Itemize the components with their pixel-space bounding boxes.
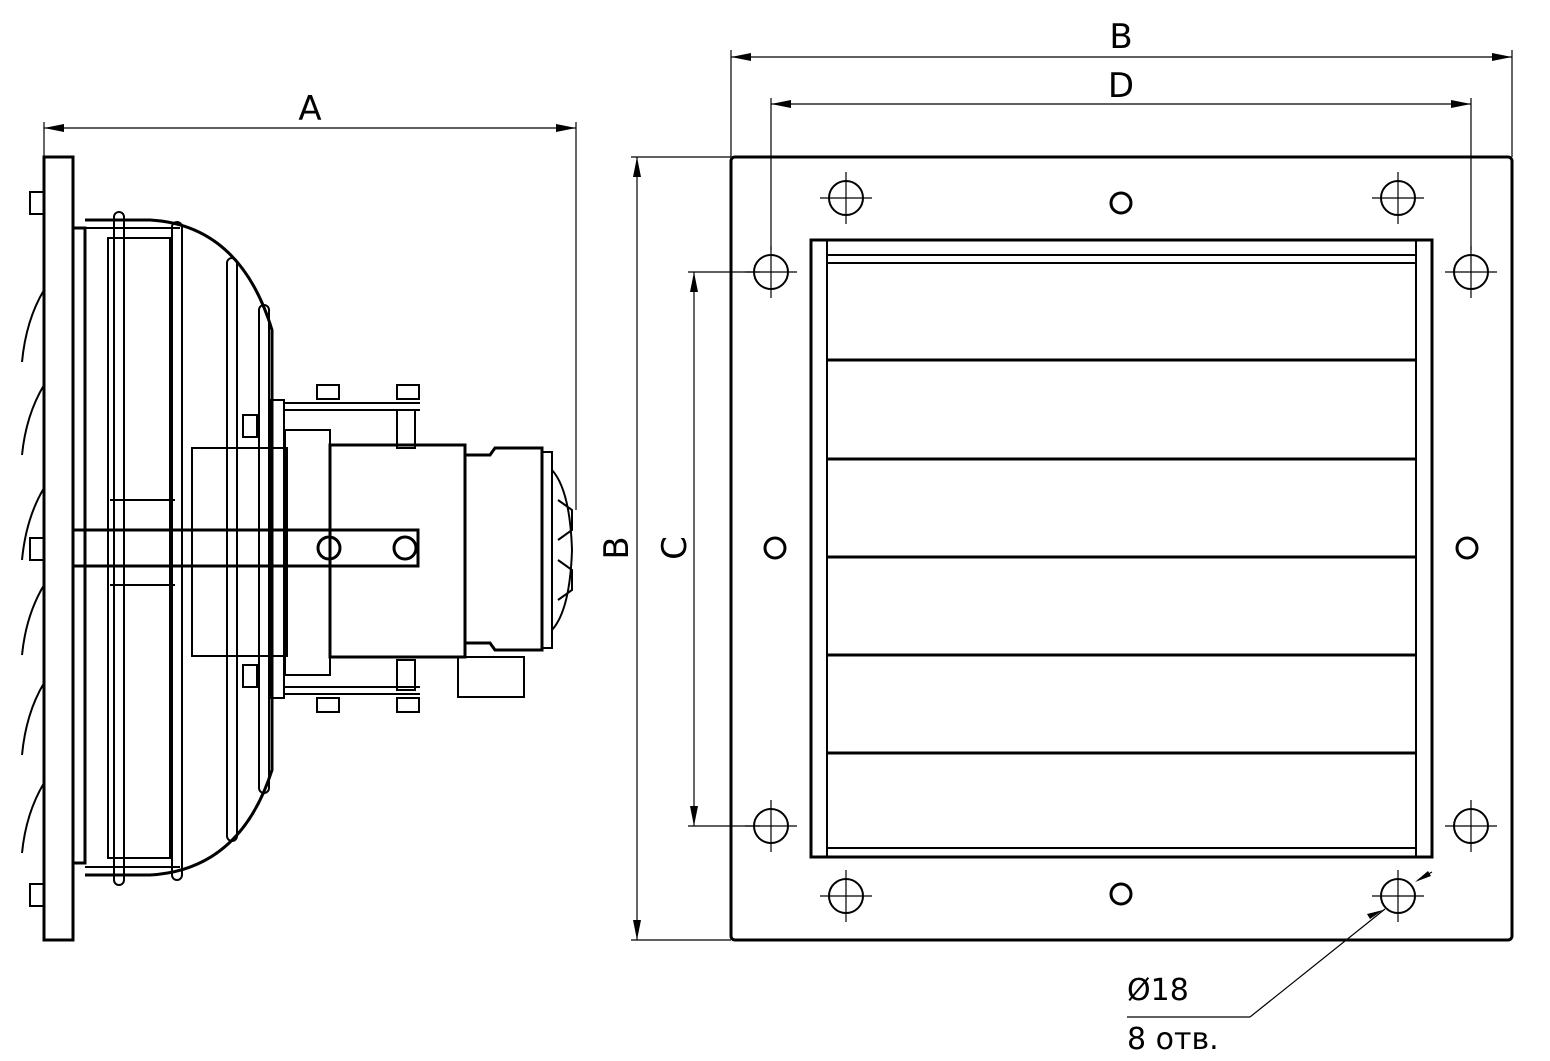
dimension-d: D: [770, 66, 1472, 250]
dimension-b-vertical: B: [597, 156, 731, 941]
hole-diameter-label: Ø18: [1127, 973, 1189, 1008]
small-holes: [763, 191, 1479, 906]
louvre-blades-side: [21, 289, 45, 854]
dimension-b-vertical-label: B: [597, 536, 637, 559]
louvre-blades: [827, 358, 1416, 755]
hole-count-label: 8 отв.: [1127, 1022, 1219, 1057]
dimension-c: C: [655, 271, 760, 827]
side-flange: [42, 155, 75, 942]
motor-bracket: [191, 384, 420, 713]
dimension-c-label: C: [655, 536, 695, 560]
dimension-a-label: A: [298, 89, 321, 129]
louvre-frame: [809, 238, 1434, 859]
dimension-d-label: D: [1108, 66, 1134, 106]
dimension-b-horizontal-label: B: [1109, 17, 1132, 57]
dimension-a: A: [43, 89, 577, 510]
mounting-holes: [745, 172, 1497, 922]
dimension-b-horizontal: B: [730, 17, 1513, 157]
front-view: B D B C: [597, 17, 1514, 1057]
fan-housing: [71, 218, 274, 877]
front-plate: [729, 155, 1514, 942]
hole-callout: Ø18 8 отв.: [1127, 871, 1433, 1057]
motor-body: [328, 443, 574, 698]
flange-bolts: [29, 191, 45, 907]
side-view: A: [21, 89, 577, 942]
